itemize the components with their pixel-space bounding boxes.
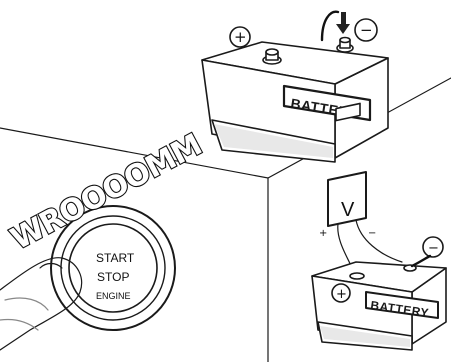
engine-label: ENGINE	[96, 291, 131, 301]
minus-circle-icon: −	[355, 19, 377, 41]
plus-symbol: +	[336, 287, 347, 302]
negative-cable	[412, 256, 430, 266]
battery-top: BATTERY	[202, 38, 388, 163]
plus-circle-icon: +	[230, 27, 250, 47]
plus-symbol: +	[234, 28, 247, 46]
disconnect-arrow-icon	[322, 12, 350, 40]
voltmeter-label: V	[341, 199, 355, 221]
battery-bottom: BATTERY	[312, 262, 446, 350]
minus-symbol: −	[428, 241, 439, 256]
battery-bottom-positive-terminal	[350, 273, 364, 279]
voltmeter-negative-mark: −	[368, 228, 376, 239]
battery-top-positive-terminal	[263, 49, 281, 64]
stop-label: STOP	[97, 270, 129, 284]
minus-symbol: −	[360, 21, 373, 39]
start-label: START	[96, 251, 135, 265]
plus-circle-icon: +	[332, 284, 350, 302]
minus-circle-icon: −	[423, 237, 443, 257]
voltmeter-positive-mark: +	[319, 228, 327, 239]
battery-top-negative-terminal	[337, 38, 353, 53]
